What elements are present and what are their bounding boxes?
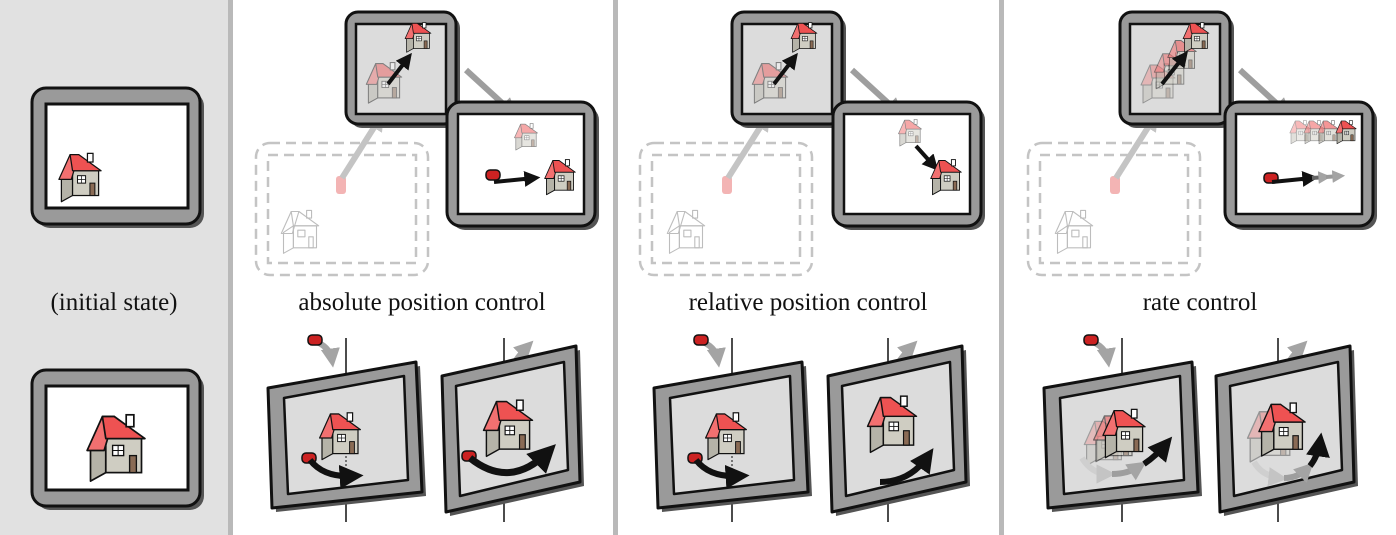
panel-divider [613,0,618,535]
pointer-tip-icon [693,334,709,346]
panel-caption-absolute: absolute position control [298,289,546,316]
initial-state-panel [30,86,204,510]
pointer-tip-icon [485,169,501,181]
panel-caption-relative: relative position control [688,289,928,316]
tablet-frame-icon [1026,141,1202,277]
movement-arrow-icon [386,52,412,86]
tablet-frame-icon [1223,100,1377,230]
movement-arrow-icon [772,52,798,86]
movement-arrow-icon [1160,50,1188,86]
pointer-tip-icon [336,176,346,194]
rotation-arrow-icon [1142,436,1173,467]
panel-caption-initial: (initial state) [50,289,178,316]
panel-divider [999,0,1004,535]
movement-arrow-icon [1271,170,1319,187]
rotation-arrow-icon [693,458,750,489]
tablet-frame-icon [638,141,814,277]
absolute-position-panel [254,10,599,522]
house-icon [666,209,706,254]
house-icon [280,209,320,254]
rotation-arrow-icon [1306,432,1330,468]
pointer-tip-icon [307,334,323,346]
tablet-frame-icon [254,141,430,277]
pointer-tip-icon [1083,334,1099,346]
tablet-frame-icon [730,10,846,128]
tablet-frame-icon [30,86,204,228]
relative-position-panel [638,10,985,522]
rotation-arrow-icon [307,458,364,489]
panel-divider [228,0,233,535]
rotation-arrow-icon [879,448,934,485]
rotation-arrow-icon [467,444,556,476]
movement-arrow-icon [914,144,939,171]
tablet-frame-icon [445,100,599,230]
rate-control-panel [1026,10,1377,522]
movement-arrow-icon [493,170,541,187]
house-icon [1054,209,1094,254]
pointer-tip-icon [722,176,732,194]
tablet-frame-icon [344,10,460,128]
panel-caption-rate: rate control [1142,289,1258,316]
pointer-tip-icon [1110,176,1120,194]
